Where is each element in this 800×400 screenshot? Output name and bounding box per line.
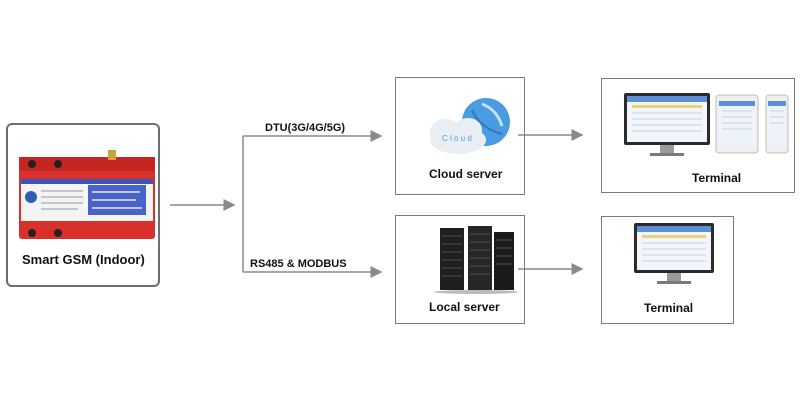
- phone-icon: [765, 94, 789, 154]
- wireless-link-label: DTU(3G/4G/5G): [265, 122, 346, 134]
- server-rack-icon: [434, 226, 518, 294]
- cloud-server-frame: C l o u d Cloud server: [395, 77, 525, 195]
- local-server-frame: Local server: [395, 215, 525, 324]
- terminal-top-label: Terminal: [692, 171, 742, 185]
- svg-text:C l o u d: C l o u d: [442, 134, 472, 143]
- device-frame: Smart GSM (Indoor): [6, 123, 160, 287]
- terminal-devices-icon: [624, 93, 789, 156]
- cloud-server-icon: C l o u d: [430, 98, 510, 154]
- desktop-monitor-icon: [634, 223, 714, 284]
- device-label: Smart GSM (Indoor): [22, 252, 145, 267]
- tablet-icon: [715, 94, 759, 154]
- wired-link-label: RS485 & MODBUS: [250, 258, 347, 270]
- local-server-label: Local server: [429, 300, 500, 314]
- terminal-top-frame: Terminal: [601, 78, 795, 193]
- terminal-bottom-frame: Terminal: [601, 216, 734, 324]
- terminal-bottom-label: Terminal: [644, 301, 694, 315]
- desktop-monitor-icon: [624, 93, 710, 156]
- cloud-server-label: Cloud server: [429, 167, 503, 181]
- smart-gsm-device-icon: [19, 150, 155, 239]
